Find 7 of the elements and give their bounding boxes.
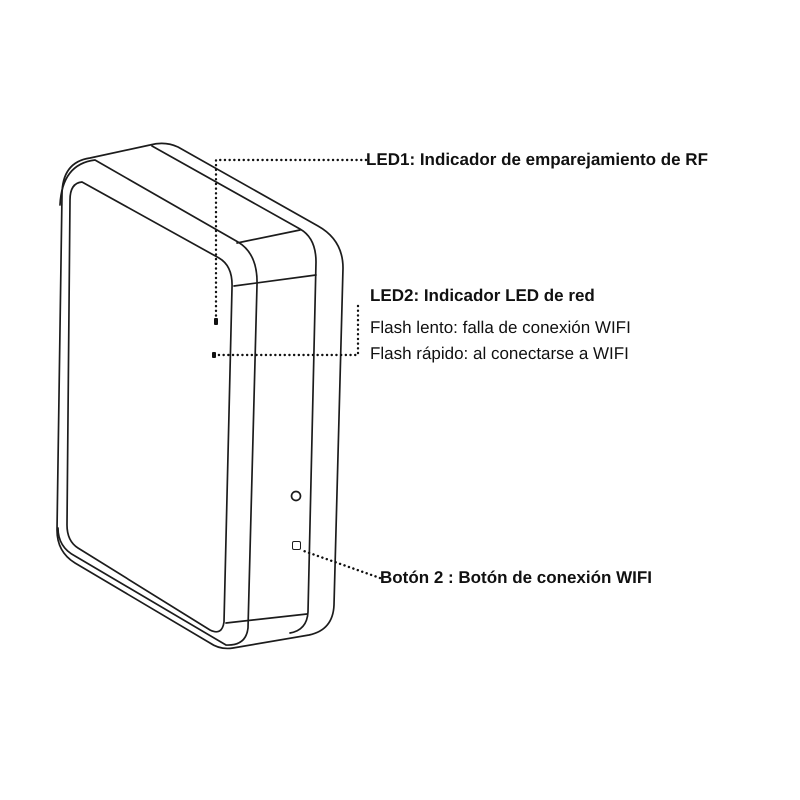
leader-line [214, 158, 368, 320]
led-description: Flash rápido: al conectarse a WIFI [370, 343, 630, 365]
led-description: Flash lento: falla de conexión WIFI [370, 317, 631, 339]
push-button-icon [292, 541, 301, 550]
led-label: LED1: Indicador de emparejamiento de RF [366, 148, 708, 172]
led-heading: LED2: Indicador LED de red [370, 285, 596, 307]
button-label: Botón 2 : Botón de conexión WIFI [380, 566, 652, 590]
